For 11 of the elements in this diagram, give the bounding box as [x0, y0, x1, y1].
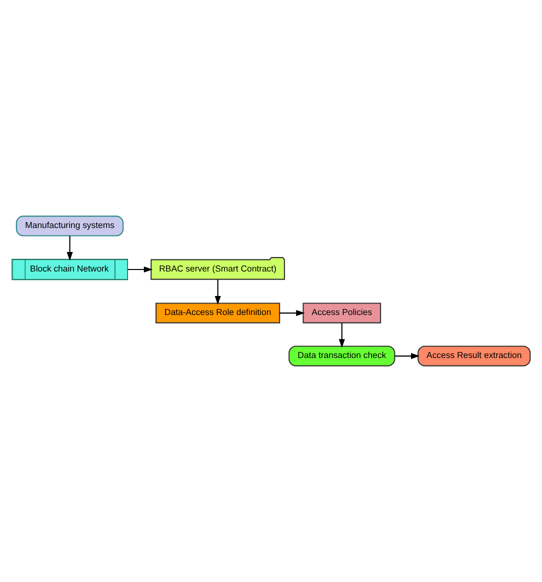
arrow — [280, 310, 305, 316]
node-box: Access Policies — [302, 302, 382, 324]
node-box: Data-Access Role definition — [156, 302, 280, 324]
arrow — [128, 266, 153, 273]
arrow — [394, 352, 420, 360]
node-box: Manufacturing systems — [16, 216, 124, 236]
arrow — [338, 322, 345, 348]
arrow — [214, 279, 221, 305]
node-box: Data transaction check — [288, 346, 396, 366]
node-box: Access Result extraction — [418, 346, 531, 366]
arrow — [66, 236, 73, 261]
